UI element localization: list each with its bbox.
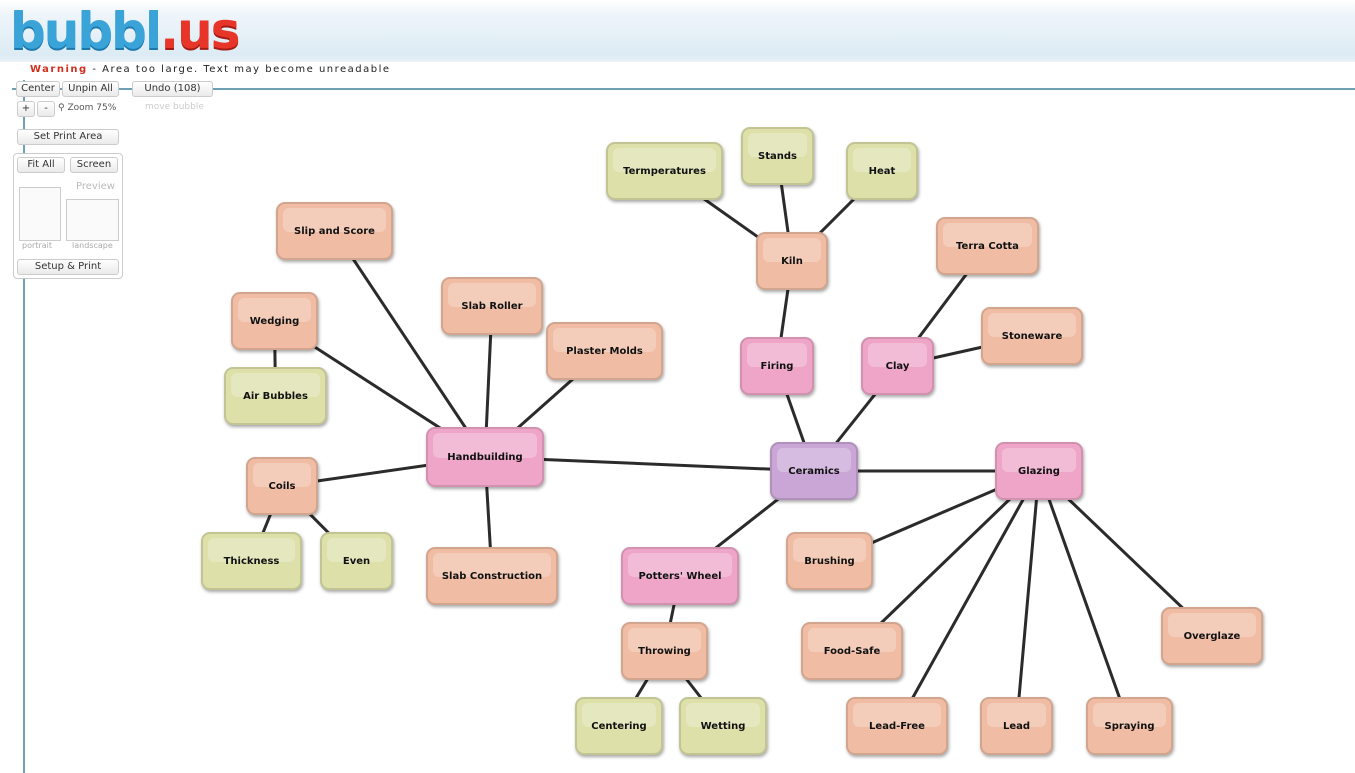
bubble-coils[interactable]: Coils: [246, 457, 318, 515]
bubble-plaster[interactable]: Plaster Molds: [546, 322, 663, 380]
bubble-even[interactable]: Even: [320, 532, 393, 590]
preview-label: Preview: [76, 181, 115, 192]
bubble-label: Lead: [1002, 720, 1031, 732]
bubble-wedging[interactable]: Wedging: [231, 292, 318, 350]
bubble-throwing[interactable]: Throwing: [621, 622, 708, 680]
bubblus-logo[interactable]: bubbl.us: [10, 2, 240, 60]
bubble-label: Terra Cotta: [956, 240, 1019, 252]
toolbar-line: [12, 88, 1355, 90]
bubble-label: Food-Safe: [823, 645, 881, 657]
header-bar: bubbl.us: [0, 0, 1355, 62]
portrait-label: portrait: [22, 241, 52, 250]
bubble-thickness[interactable]: Thickness: [201, 532, 302, 590]
connector-handbuilding-slip: [333, 230, 487, 458]
unpin-all-button[interactable]: Unpin All: [62, 81, 119, 97]
bubble-wetting[interactable]: Wetting: [679, 697, 767, 755]
bubble-label: Spraying: [1104, 720, 1155, 732]
bubble-stands[interactable]: Stands: [741, 127, 814, 185]
bubble-kiln[interactable]: Kiln: [756, 232, 828, 290]
bubble-terracotta[interactable]: Terra Cotta: [936, 217, 1039, 275]
bubble-firing[interactable]: Firing: [740, 337, 814, 395]
fit-all-button[interactable]: Fit All: [17, 157, 65, 173]
bubble-airbubbles[interactable]: Air Bubbles: [224, 367, 327, 425]
bubble-label: Lead-Free: [869, 720, 925, 732]
magnifier-icon: ⚲: [58, 103, 65, 113]
center-button[interactable]: Center: [16, 81, 60, 97]
bubble-slabcon[interactable]: Slab Construction: [426, 547, 558, 605]
bubble-label: Thickness: [223, 555, 280, 567]
bubble-label: Even: [342, 555, 371, 567]
bubble-lead[interactable]: Lead: [980, 697, 1053, 755]
bubble-spraying[interactable]: Spraying: [1086, 697, 1173, 755]
bubble-label: Handbuilding: [447, 451, 523, 463]
bubble-overglaze[interactable]: Overglaze: [1161, 607, 1263, 665]
bubble-label: Throwing: [638, 645, 691, 657]
landscape-label: landscape: [72, 241, 113, 250]
bubble-foodsafe[interactable]: Food-Safe: [801, 622, 903, 680]
bubble-label: Centering: [591, 720, 647, 732]
portrait-preview[interactable]: [19, 187, 61, 241]
bubble-label: Stands: [758, 150, 797, 162]
bubble-label: Wetting: [700, 720, 746, 732]
bubble-label: Plaster Molds: [566, 345, 643, 357]
bubble-label: Ceramics: [788, 465, 840, 477]
warning-message: Warning - Area too large. Text may becom…: [30, 64, 391, 75]
connector-glazing-spraying: [1037, 470, 1131, 727]
connector-glazing-foodsafe: [850, 469, 1041, 653]
zoom-out-button[interactable]: -: [37, 101, 55, 117]
bubble-glazing[interactable]: Glazing: [995, 442, 1083, 500]
bubble-stoneware[interactable]: Stoneware: [981, 307, 1083, 365]
bubble-leadfree[interactable]: Lead-Free: [846, 697, 948, 755]
bubble-label: Slab Roller: [461, 300, 523, 312]
bubble-clay[interactable]: Clay: [861, 337, 934, 395]
bubble-label: Termperatures: [623, 165, 706, 177]
set-print-area-button[interactable]: Set Print Area: [17, 129, 119, 145]
bubble-label: Air Bubbles: [243, 390, 308, 402]
zoom-in-button[interactable]: +: [17, 101, 35, 117]
undo-button[interactable]: Undo (108): [132, 81, 213, 97]
undo-hint: move bubble: [145, 102, 204, 112]
warning-text: - Area too large. Text may become unread…: [87, 64, 391, 75]
bubble-slip[interactable]: Slip and Score: [276, 202, 393, 260]
bubble-label: Stoneware: [1001, 330, 1063, 342]
connector-glazing-leadfree: [895, 470, 1041, 727]
bubble-label: Slab Construction: [441, 570, 543, 582]
bubble-brushing[interactable]: Brushing: [786, 532, 873, 590]
screen-button[interactable]: Screen: [70, 157, 118, 173]
print-panel: Fit All Screen Preview portrait landscap…: [13, 153, 123, 279]
landscape-preview[interactable]: [66, 199, 119, 241]
bubble-label: Wedging: [249, 315, 300, 327]
bubble-handbuilding[interactable]: Handbuilding: [426, 427, 544, 487]
warning-label: Warning: [30, 64, 88, 75]
bubble-label: Slip and Score: [294, 225, 375, 237]
bubble-temps[interactable]: Termperatures: [606, 142, 723, 200]
bubble-label: Glazing: [1018, 465, 1060, 477]
sidebar-line: [23, 80, 25, 773]
setup-print-button[interactable]: Setup & Print: [17, 259, 119, 275]
bubble-centering[interactable]: Centering: [575, 697, 663, 755]
zoom-level: ⚲ Zoom 75%: [58, 103, 117, 113]
bubble-slabroller[interactable]: Slab Roller: [441, 277, 543, 335]
bubble-label: Kiln: [781, 255, 803, 267]
bubble-ceramics[interactable]: Ceramics: [770, 442, 858, 500]
bubble-label: Heat: [868, 165, 896, 177]
bubble-label: Potters' Wheel: [638, 570, 722, 582]
bubble-label: Coils: [268, 480, 296, 492]
bubble-wheel[interactable]: Potters' Wheel: [621, 547, 739, 605]
bubble-label: Brushing: [804, 555, 855, 567]
bubble-heat[interactable]: Heat: [846, 142, 918, 200]
bubble-label: Firing: [760, 360, 794, 372]
connector-glazing-lead: [1015, 470, 1041, 727]
bubble-label: Overglaze: [1183, 630, 1241, 642]
bubble-label: Clay: [885, 360, 910, 372]
